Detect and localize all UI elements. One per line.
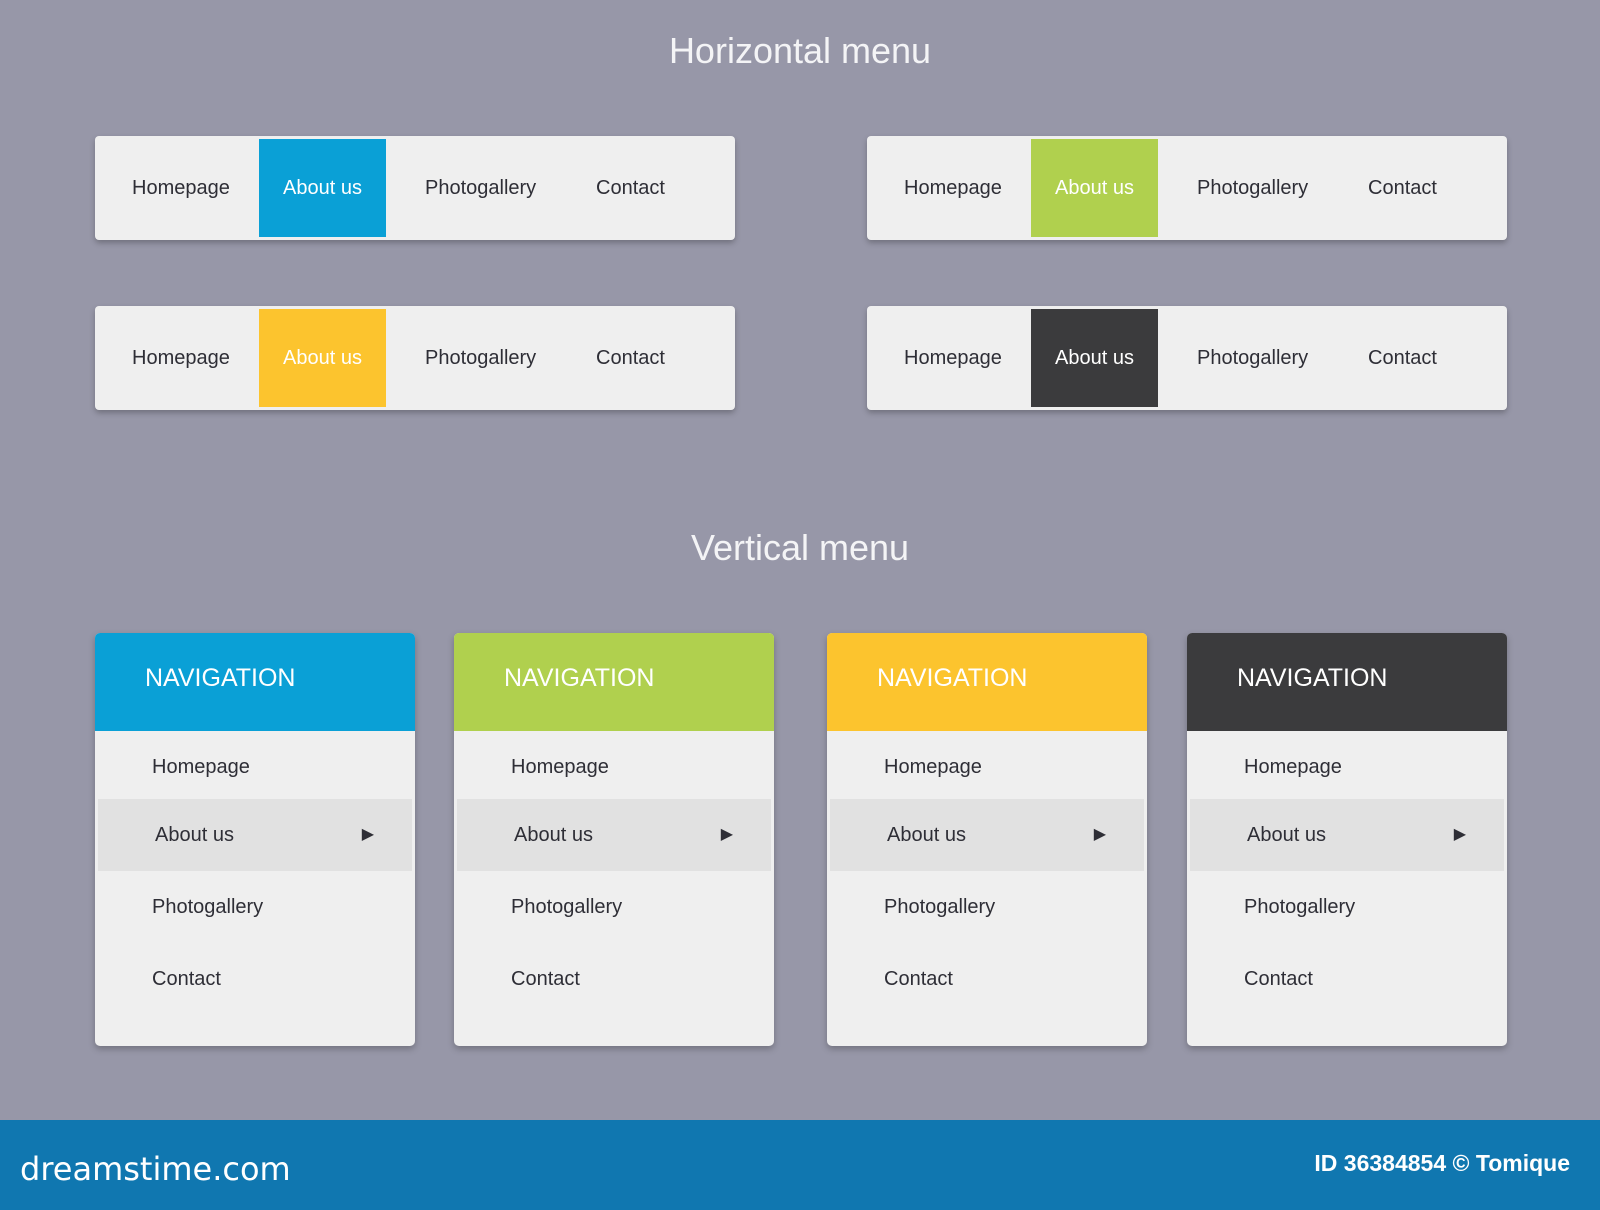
- menu-item[interactable]: About us ▶: [830, 799, 1144, 871]
- menu-item-label: About us: [514, 824, 593, 846]
- menu-item[interactable]: Contact: [1368, 177, 1437, 199]
- menu-item[interactable]: Photogallery: [1197, 347, 1309, 369]
- menu-item[interactable]: Homepage: [904, 347, 1002, 369]
- menu-item[interactable]: Photogallery: [425, 177, 537, 199]
- arrow-right-icon: ▶: [361, 826, 374, 843]
- menu-item[interactable]: Contact: [596, 177, 665, 199]
- navigation-header: NAVIGATION: [827, 633, 1147, 731]
- menu-item[interactable]: About us ▶: [457, 799, 771, 871]
- menu-item-label: About us: [887, 824, 966, 846]
- menu-item-label: Photogallery: [511, 896, 623, 918]
- image-credit: ID 36384854 © Tomique: [1314, 1150, 1570, 1176]
- menu-item[interactable]: Contact: [596, 347, 665, 369]
- menu-item-label: Contact: [511, 968, 580, 990]
- horizontal-menu-title: Horizontal menu: [668, 30, 932, 71]
- menu-item[interactable]: Homepage: [132, 347, 230, 369]
- menu-item-label: Homepage: [884, 756, 982, 778]
- menu-item-label: About us: [1055, 347, 1134, 369]
- menu-item-label: Homepage: [511, 756, 609, 778]
- menu-item-label: About us: [155, 824, 234, 846]
- menu-item[interactable]: Homepage: [95, 731, 415, 803]
- menu-item-label: Contact: [884, 968, 953, 990]
- vertical-menu-title: Vertical menu: [690, 527, 910, 568]
- menu-item-label: Homepage: [152, 756, 250, 778]
- menu-item-label: About us: [1247, 824, 1326, 846]
- menu-item[interactable]: Photogallery: [454, 871, 774, 943]
- navigation-header: NAVIGATION: [95, 633, 415, 731]
- menu-item-label: Photogallery: [884, 896, 996, 918]
- menu-item[interactable]: Homepage: [827, 731, 1147, 803]
- menu-item[interactable]: Homepage: [904, 177, 1002, 199]
- horizontal-menu-green: Homepage Photogallery Contact About us: [867, 136, 1507, 240]
- menu-item[interactable]: Photogallery: [1187, 871, 1507, 943]
- menu-item[interactable]: Contact: [95, 943, 415, 1015]
- navigation-header: NAVIGATION: [1187, 633, 1507, 731]
- menu-item[interactable]: Homepage: [454, 731, 774, 803]
- menu-item-label: About us: [1055, 177, 1134, 199]
- menu-item-label: About us: [283, 177, 362, 199]
- menu-item-label: About us: [283, 347, 362, 369]
- dreamstime-logo: dreamstime.com: [20, 1150, 291, 1188]
- menu-item[interactable]: Contact: [827, 943, 1147, 1015]
- menu-item-label: Photogallery: [152, 896, 264, 918]
- arrow-right-icon: ▶: [720, 826, 733, 843]
- horizontal-menu-dark: Homepage Photogallery Contact About us: [867, 306, 1507, 410]
- menu-item[interactable]: Homepage: [132, 177, 230, 199]
- menu-item[interactable]: Homepage: [1187, 731, 1507, 803]
- menu-item-active[interactable]: About us: [1031, 139, 1158, 237]
- menu-item[interactable]: Contact: [1368, 347, 1437, 369]
- menu-item[interactable]: Contact: [454, 943, 774, 1015]
- navigation-header: NAVIGATION: [454, 633, 774, 731]
- horizontal-menu-blue: Homepage Photogallery Contact About us: [95, 136, 735, 240]
- menu-item[interactable]: Contact: [1187, 943, 1507, 1015]
- arrow-right-icon: ▶: [1093, 826, 1106, 843]
- menu-item[interactable]: Photogallery: [1197, 177, 1309, 199]
- menu-item[interactable]: Photogallery: [425, 347, 537, 369]
- menu-item[interactable]: Photogallery: [95, 871, 415, 943]
- menu-item-active[interactable]: About us: [259, 309, 386, 407]
- menu-item-label: Photogallery: [1244, 896, 1356, 918]
- menu-item-active[interactable]: About us: [259, 139, 386, 237]
- arrow-right-icon: ▶: [1453, 826, 1466, 843]
- menu-item[interactable]: Photogallery: [827, 871, 1147, 943]
- menu-item-label: Homepage: [1244, 756, 1342, 778]
- menu-item[interactable]: About us ▶: [1190, 799, 1504, 871]
- footer: dreamstime.com ID 36384854 © Tomique: [0, 1120, 1600, 1210]
- menu-item-label: Contact: [1244, 968, 1313, 990]
- menu-item-label: Contact: [152, 968, 221, 990]
- menu-item-active[interactable]: About us: [1031, 309, 1158, 407]
- menu-item[interactable]: About us ▶: [98, 799, 412, 871]
- horizontal-menu-yellow: Homepage Photogallery Contact About us: [95, 306, 735, 410]
